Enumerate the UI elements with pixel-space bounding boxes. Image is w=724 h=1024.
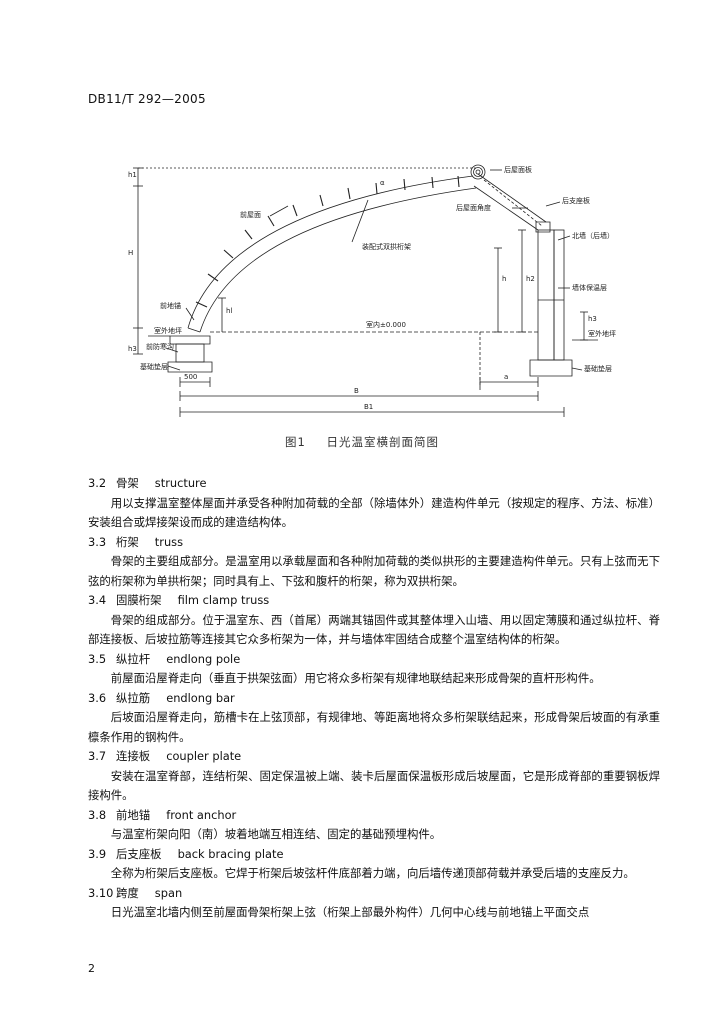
greenhouse-cross-section-figure: h1 H α 前屋面 装配式双拱桁架 后屋面板 后屋面角度 后支座板 北墙（后墙… <box>118 150 628 428</box>
label-foundation-left: 基础垫层 <box>140 363 168 371</box>
section-heading: 3.7 连接板 coupler plate <box>88 747 660 767</box>
section-term-en: truss <box>154 534 184 549</box>
dim-500: 500 <box>184 373 198 381</box>
section-number: 3.9 <box>88 846 107 861</box>
section-heading: 3.4 固膜桁架 film clamp truss <box>88 591 660 611</box>
section-term-en: front anchor <box>166 807 237 822</box>
section-number: 3.7 <box>88 749 107 763</box>
section-definition: 骨架的主要组成部分。是温室用以承载屋面和各种附加荷载的类似拱形的主要建造构件单元… <box>88 554 660 588</box>
dim-h1-top: h1 <box>128 171 137 179</box>
section-term-zh: 后支座板 <box>116 846 162 861</box>
section-term-en: endlong pole <box>166 651 241 666</box>
section-number: 3.3 <box>88 534 107 549</box>
section-heading: 3.9 后支座板 back bracing plate <box>88 845 660 865</box>
dim-B1: B1 <box>364 403 374 411</box>
document-body: 3.2 骨架 structure 用以支撑温室整体屋面并承受各种附加荷载的全部（除墙… <box>88 474 660 923</box>
section-heading: 3.5 纵拉杆 endlong pole <box>88 650 660 670</box>
dim-h: h <box>502 275 507 283</box>
dim-a: a <box>504 373 509 381</box>
label-outdoor-ground-right: 室外地坪 <box>588 330 616 338</box>
label-back-support: 后支座板 <box>562 197 590 205</box>
section-definition: 安装在温室脊部，连结桁架、固定保温被上端、装卡后屋面保温板形成后坡屋面，它是形成… <box>88 768 660 803</box>
section-term-en: back bracing plate <box>177 846 284 861</box>
label-insulation: 墙体保温层 <box>572 284 607 292</box>
section-number: 3.5 <box>88 651 107 666</box>
section-definition: 骨架的组成部分。位于温室东、西（首尾）两端其锚固件或其整体埋入山墙、用以固定薄膜… <box>88 612 660 647</box>
section-definition: 前屋面沿屋脊走向（垂直于拱架弦面）用它将众多桁架有规律地联结起来形成骨架的直杆形… <box>110 671 601 685</box>
section-term-zh: 纵拉筋 <box>116 690 151 705</box>
section-heading: 3.8 前地锚 front anchor <box>88 806 660 826</box>
label-front-dike: 前防寒沟 <box>146 343 174 351</box>
section-term-zh: 骨架 <box>116 476 139 490</box>
dim-hl: hl <box>226 307 233 315</box>
dim-H: H <box>128 249 134 257</box>
section-term-zh: 纵拉杆 <box>116 651 151 666</box>
section-term-en: coupler plate <box>166 749 242 763</box>
label-truss: 装配式双拱桁架 <box>362 243 411 251</box>
label-rear-roof-pitch: 后屋面角度 <box>456 204 491 212</box>
section-number: 3.8 <box>88 807 107 822</box>
section-heading: 3.3 桁架 truss <box>88 533 660 553</box>
section-term-zh: 跨度 <box>116 885 139 900</box>
section-definition: 全称为桁架后支座板。它焊于桁架后坡弦杆件底部着力端，向后墙传递顶部荷载并承受后墙… <box>110 866 635 880</box>
greenhouse-drawing <box>133 164 598 417</box>
dim-h3-right: h3 <box>588 315 597 323</box>
section-definition: 与温室桁架向阳（南）坡着地端互相连结、固定的基础预埋构件。 <box>110 827 442 841</box>
dim-B: B <box>354 387 359 395</box>
section-number: 3.4 <box>88 593 107 607</box>
section-heading: 3.2 骨架 structure <box>88 474 660 494</box>
section-term-en: span <box>154 885 183 900</box>
figure-caption: 图1 日光温室横剖面简图 <box>0 434 724 450</box>
section-number: 3.2 <box>88 476 107 490</box>
section-term-en: film clamp truss <box>177 593 270 607</box>
section-term-zh: 连接板 <box>116 749 151 763</box>
label-north-wall: 北墙（后墙） <box>572 232 614 240</box>
label-front-anchor: 前地锚 <box>160 302 181 310</box>
section-definition: 用以支撑温室整体屋面并承受各种附加荷载的全部（除墙体外）建造构件单元（按规定的程… <box>88 495 660 530</box>
document-code: DB11/T 292—2005 <box>88 92 206 106</box>
page-number: 2 <box>88 962 95 975</box>
dim-h2: h2 <box>526 275 535 283</box>
figure-title: 日光温室横剖面简图 <box>326 435 439 449</box>
section-term-zh: 前地锚 <box>116 807 151 822</box>
angle-alpha: α <box>380 179 385 187</box>
section-number: 3.10 <box>88 885 114 900</box>
section-heading: 3.6 纵拉筋 endlong bar <box>88 689 660 709</box>
section-definition: 后坡面沿屋脊走向，筋槽卡在上弦顶部，有规律地、等距离地将众多桁架联结起来，形成骨… <box>88 710 660 744</box>
label-front-roof: 前屋面 <box>240 211 261 219</box>
section-number: 3.6 <box>88 690 107 705</box>
section-definition: 日光温室北墙内侧至前屋面骨架桁架上弦（桁架上部最外构件）几何中心线与前地锚上平面… <box>110 905 590 919</box>
dim-h3-left: h3 <box>128 345 137 353</box>
label-ridge-board: 后屋面板 <box>504 166 532 174</box>
figure-number: 图1 <box>285 435 306 449</box>
label-outdoor-ground-left: 室外地坪 <box>154 327 182 335</box>
section-term-zh: 桁架 <box>116 534 139 549</box>
label-foundation-right: 基础垫层 <box>584 365 612 373</box>
section-term-zh: 固膜桁架 <box>116 593 162 607</box>
section-term-en: endlong bar <box>166 690 235 705</box>
label-indoor-ground: 室内±0.000 <box>366 321 406 329</box>
section-term-en: structure <box>154 476 207 490</box>
